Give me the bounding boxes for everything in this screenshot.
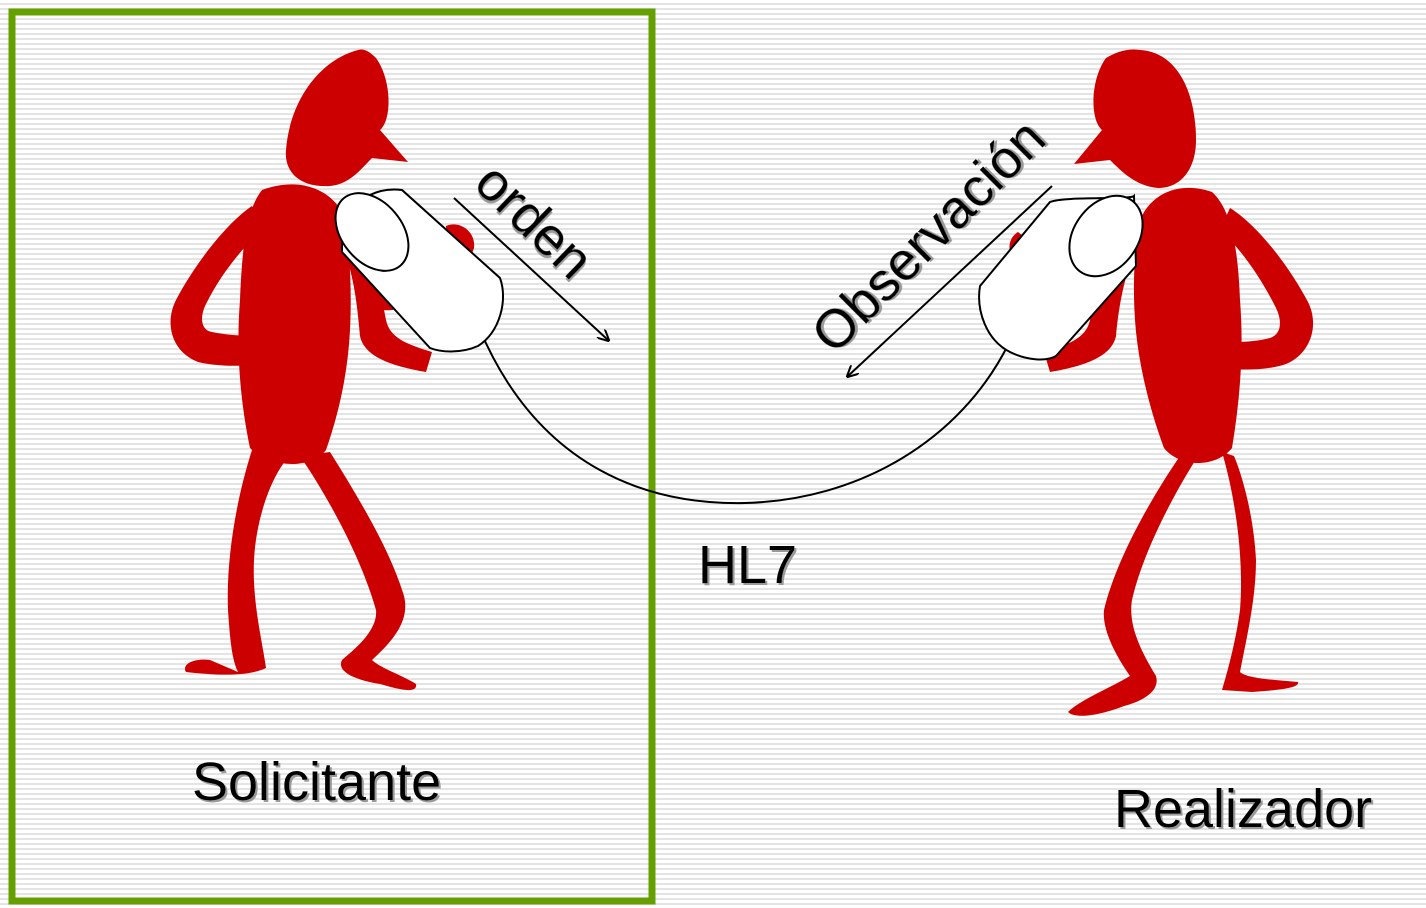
can-string	[479, 329, 1009, 505]
right-can-icon	[978, 193, 1144, 361]
order-arrow	[453, 197, 608, 340]
left-can-icon	[334, 188, 504, 353]
left-person-icon	[170, 49, 475, 691]
requester-label: Solicitante	[192, 752, 441, 812]
observation-arrow	[848, 185, 1053, 376]
requester-highlight-box	[8, 8, 656, 905]
channel-label: HL7	[698, 535, 797, 595]
performer-label: Realizador	[1114, 779, 1372, 839]
